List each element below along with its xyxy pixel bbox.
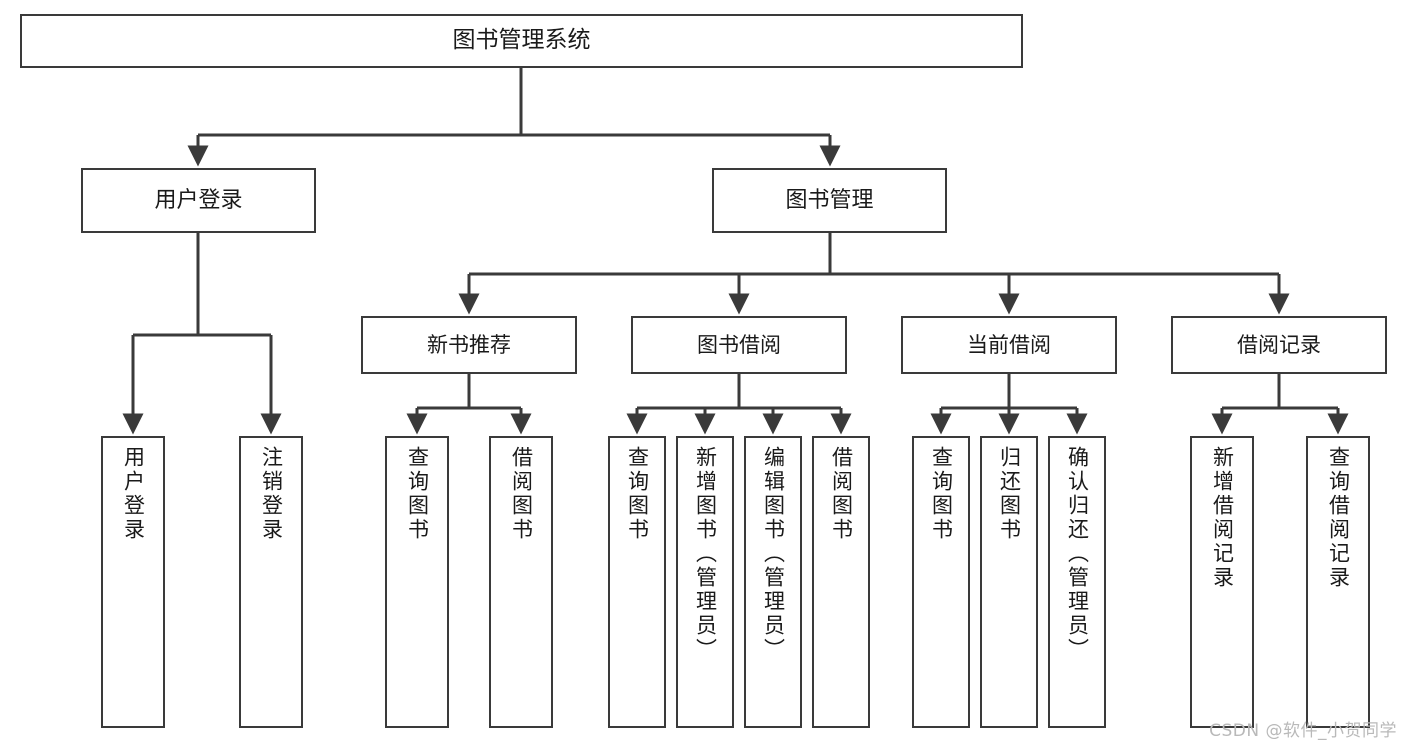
node-current-borrow[interactable]: 当前借阅 [901, 316, 1117, 374]
leaf-current-borrow-query[interactable]: 查询图书 [912, 436, 970, 728]
node-root-system[interactable]: 图书管理系统 [20, 14, 1023, 68]
leaf-new-book-borrow[interactable]: 借阅图书 [489, 436, 553, 728]
leaf-borrow-record-add[interactable]: 新增借阅记录 [1190, 436, 1254, 728]
node-label: 当前借阅 [967, 332, 1051, 357]
node-label: 确认归还（管理员） [1065, 446, 1090, 662]
node-label: 用户登录 [121, 446, 146, 542]
node-label: 归还图书 [997, 446, 1022, 542]
node-user-login[interactable]: 用户登录 [81, 168, 316, 233]
node-borrow-record[interactable]: 借阅记录 [1171, 316, 1387, 374]
leaf-new-book-query[interactable]: 查询图书 [385, 436, 449, 728]
leaf-user-login-login[interactable]: 用户登录 [101, 436, 165, 728]
leaf-book-borrow-edit[interactable]: 编辑图书（管理员） [744, 436, 802, 728]
leaf-book-borrow-borrow[interactable]: 借阅图书 [812, 436, 870, 728]
node-new-book-recommend[interactable]: 新书推荐 [361, 316, 577, 374]
node-label: 图书管理 [785, 187, 874, 213]
node-label: 借阅图书 [829, 446, 854, 542]
node-book-borrow[interactable]: 图书借阅 [631, 316, 847, 374]
node-label: 新书推荐 [427, 332, 511, 357]
node-label: 图书借阅 [697, 332, 781, 357]
leaf-user-login-logout[interactable]: 注销登录 [239, 436, 303, 728]
leaf-book-borrow-query[interactable]: 查询图书 [608, 436, 666, 728]
node-label: 查询借阅记录 [1326, 446, 1351, 590]
node-label: 编辑图书（管理员） [761, 446, 786, 662]
node-label: 注销登录 [259, 446, 284, 542]
node-label: 查询图书 [929, 446, 954, 542]
node-label: 借阅图书 [509, 446, 534, 542]
node-book-management[interactable]: 图书管理 [712, 168, 947, 233]
node-label: 借阅记录 [1237, 332, 1321, 357]
node-label: 新增图书（管理员） [693, 446, 718, 662]
leaf-current-borrow-confirm-return[interactable]: 确认归还（管理员） [1048, 436, 1106, 728]
node-label: 图书管理系统 [452, 27, 591, 54]
node-label: 新增借阅记录 [1210, 446, 1235, 590]
leaf-borrow-record-query[interactable]: 查询借阅记录 [1306, 436, 1370, 728]
leaf-book-borrow-add[interactable]: 新增图书（管理员） [676, 436, 734, 728]
node-label: 查询图书 [625, 446, 650, 542]
watermark-text: CSDN @软件_小贺同学 [1209, 721, 1397, 741]
node-label: 用户登录 [154, 187, 243, 213]
leaf-current-borrow-return[interactable]: 归还图书 [980, 436, 1038, 728]
node-label: 查询图书 [405, 446, 430, 542]
